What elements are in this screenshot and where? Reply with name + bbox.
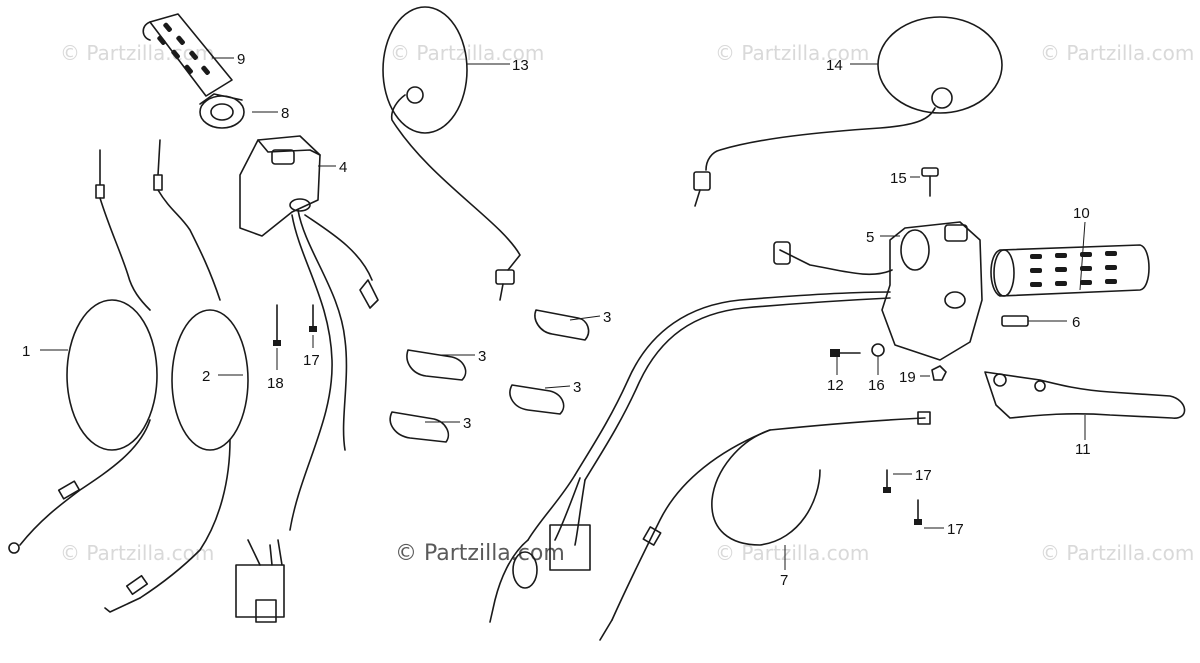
callout-11: 11 xyxy=(1075,441,1091,458)
part-4-left-switch-housing[interactable] xyxy=(239,135,379,531)
watermark: © Partzilla.com xyxy=(60,541,214,565)
part-15-bolt[interactable] xyxy=(921,167,939,197)
callout-16: 16 xyxy=(868,377,885,394)
callout-4: 4 xyxy=(339,159,347,176)
part-17-screw[interactable] xyxy=(914,499,922,525)
callout-14: 14 xyxy=(826,57,843,74)
part-17-screw[interactable] xyxy=(309,304,317,332)
watermark: © Partzilla.com xyxy=(715,541,869,565)
watermark: © Partzilla.com xyxy=(1040,41,1194,65)
callout-1: 1 xyxy=(22,343,30,360)
callout-18: 18 xyxy=(267,375,284,392)
callout-3: 3 xyxy=(573,379,581,396)
part-8-throttle-pipe[interactable] xyxy=(199,93,245,129)
watermarks: © Partzilla.com © Partzilla.com © Partzi… xyxy=(60,41,1194,566)
part-5-right-switch-housing[interactable] xyxy=(881,221,983,361)
callout-15: 15 xyxy=(890,170,907,187)
part-10-right-grip[interactable] xyxy=(990,244,1150,297)
callout-17: 17 xyxy=(947,521,964,538)
callout-10: 10 xyxy=(1073,205,1090,222)
callout-7: 7 xyxy=(780,572,788,589)
watermark: © Partzilla.com xyxy=(1040,541,1194,565)
callout-17: 17 xyxy=(303,352,320,369)
part-14-right-mirror[interactable] xyxy=(693,16,1003,207)
part-16-washer[interactable] xyxy=(871,343,885,357)
part-1-throttle-cable[interactable] xyxy=(8,149,158,554)
part-3-clamps[interactable] xyxy=(389,309,590,443)
callout-19: 19 xyxy=(899,369,916,386)
callout-12: 12 xyxy=(827,377,844,394)
callout-labels: 1 2 3 3 3 3 4 5 6 7 8 9 10 11 12 13 14 1… xyxy=(22,51,1091,589)
part-19-nut[interactable] xyxy=(931,365,947,381)
callout-8: 8 xyxy=(281,105,289,122)
callout-3: 3 xyxy=(478,348,486,365)
right-harness[interactable] xyxy=(489,241,893,623)
part-6-pin[interactable] xyxy=(1001,315,1029,327)
callout-3: 3 xyxy=(463,415,471,432)
watermark: © Partzilla.com xyxy=(60,41,214,65)
part-18-screw[interactable] xyxy=(273,304,281,346)
callout-13: 13 xyxy=(512,57,529,74)
part-12-bolt[interactable] xyxy=(830,349,861,357)
part-2-cable[interactable] xyxy=(104,139,249,613)
part-9-left-grip[interactable] xyxy=(142,13,233,97)
callout-leaders xyxy=(40,57,1086,570)
callout-2: 2 xyxy=(202,368,210,385)
hardware-fasteners[interactable] xyxy=(273,167,947,525)
callout-9: 9 xyxy=(237,51,245,68)
part-17-screw[interactable] xyxy=(883,469,891,493)
watermark: © Partzilla.com xyxy=(715,41,869,65)
part-13-left-mirror[interactable] xyxy=(382,6,521,301)
watermark-center: © Partzilla.com xyxy=(395,541,565,566)
callout-5: 5 xyxy=(866,229,874,246)
part-11-brake-lever[interactable] xyxy=(984,371,1186,419)
part-7-cable[interactable] xyxy=(599,411,931,641)
callout-6: 6 xyxy=(1072,314,1080,331)
callout-17: 17 xyxy=(915,467,932,484)
callout-3: 3 xyxy=(603,309,611,326)
left-harness-connector[interactable] xyxy=(235,539,285,623)
